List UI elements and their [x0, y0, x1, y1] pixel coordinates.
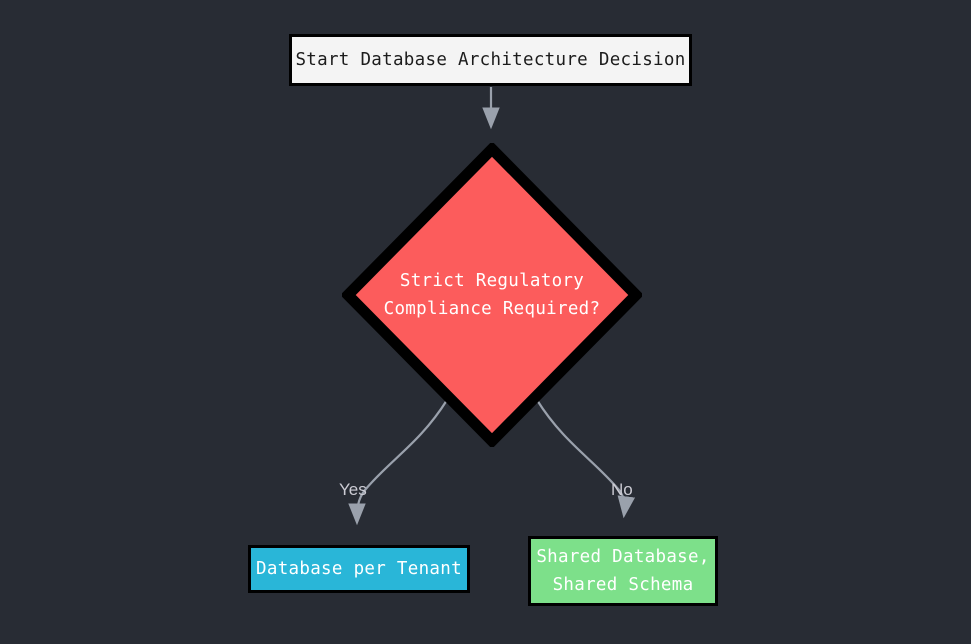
- node-start-database-architecture-decision[interactable]: Start Database Architecture Decision: [289, 34, 692, 86]
- edge-decision-to-yes: [348, 399, 448, 526]
- node-database-per-tenant[interactable]: Database per Tenant: [248, 545, 470, 593]
- edge-label-yes: Yes: [339, 480, 367, 499]
- node-decision-compliance[interactable]: Strict Regulatory Compliance Required?: [342, 143, 642, 447]
- edge-decision-to-no: [536, 399, 636, 519]
- edge-label-no: No: [611, 480, 633, 499]
- node-shared-database-shared-schema[interactable]: Shared Database, Shared Schema: [528, 536, 718, 606]
- node-no-label-line2: Shared Schema: [552, 575, 694, 595]
- node-yes-label: Database per Tenant: [256, 559, 462, 579]
- node-no-label-line1: Shared Database,: [536, 547, 710, 567]
- node-start-label: Start Database Architecture Decision: [295, 50, 686, 70]
- diamond-shape: [342, 143, 642, 447]
